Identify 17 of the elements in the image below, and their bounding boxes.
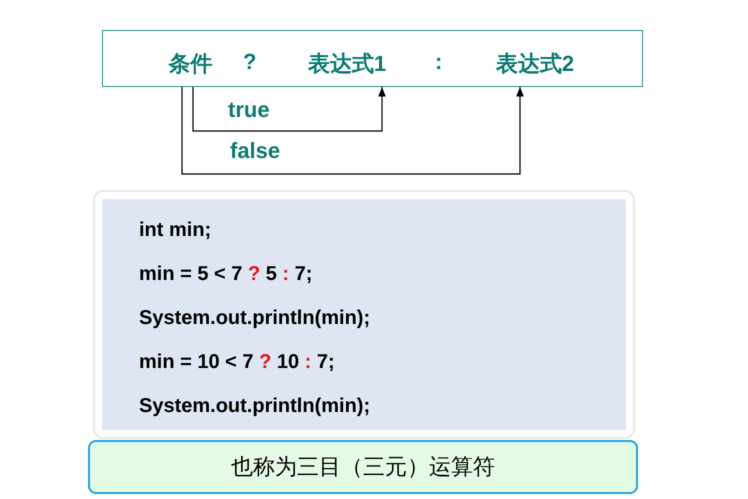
formula-term: 表达式1: [308, 50, 386, 78]
arrow: [181, 86, 524, 175]
code-line: System.out.println(min);: [139, 394, 370, 418]
code-line: System.out.println(min);: [139, 306, 370, 330]
code-line: min = 5 < 7 ? 5 : 7;: [139, 262, 312, 286]
code-panel: [93, 190, 635, 439]
operator-symbol: ?: [243, 49, 256, 75]
arrow: [192, 86, 386, 132]
code-line: min = 10 < 7 ? 10 : 7;: [139, 350, 335, 374]
formula-box: [102, 30, 643, 87]
operator-symbol: :: [435, 49, 442, 75]
edge-label: false: [230, 138, 280, 164]
note-box: 也称为三目（三元）运算符: [88, 440, 638, 494]
edge-label: true: [228, 97, 270, 123]
code-line: int min;: [139, 218, 212, 242]
formula-term: 条件: [168, 50, 212, 78]
formula-term: 表达式2: [496, 50, 574, 78]
